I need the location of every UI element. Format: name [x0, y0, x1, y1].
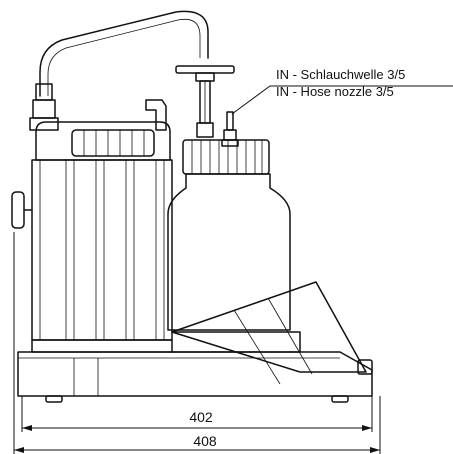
connecting-tube-inner [47, 18, 201, 96]
callout-leader [231, 85, 453, 115]
pump-head [35, 121, 171, 161]
dimension-inner-width: 402 [189, 409, 213, 425]
callout-label-german: IN - Schlauchwelle 3/5 [276, 67, 406, 82]
callout-label-english: IN - Hose nozzle 3/5 [276, 84, 394, 99]
dimension-outer-width: 408 [193, 433, 217, 449]
bottle-cap [182, 139, 270, 175]
dim-arrow-inner-right [362, 425, 372, 431]
pump-handle [145, 99, 167, 131]
dim-arrow-outer-right [370, 447, 380, 453]
pump-body [31, 159, 173, 341]
collection-bottle [167, 173, 291, 331]
sloped-tray [171, 281, 373, 385]
side-lever [11, 191, 33, 229]
dim-arrow-inner-left [22, 425, 32, 431]
dim-arrow-outer-left [14, 447, 24, 453]
pump-tube-coupling [29, 83, 59, 131]
base-feet [45, 395, 349, 403]
inline-filter [175, 65, 235, 138]
hose-nozzle [221, 111, 239, 147]
base-plate [17, 331, 373, 397]
connecting-tube [39, 10, 209, 97]
